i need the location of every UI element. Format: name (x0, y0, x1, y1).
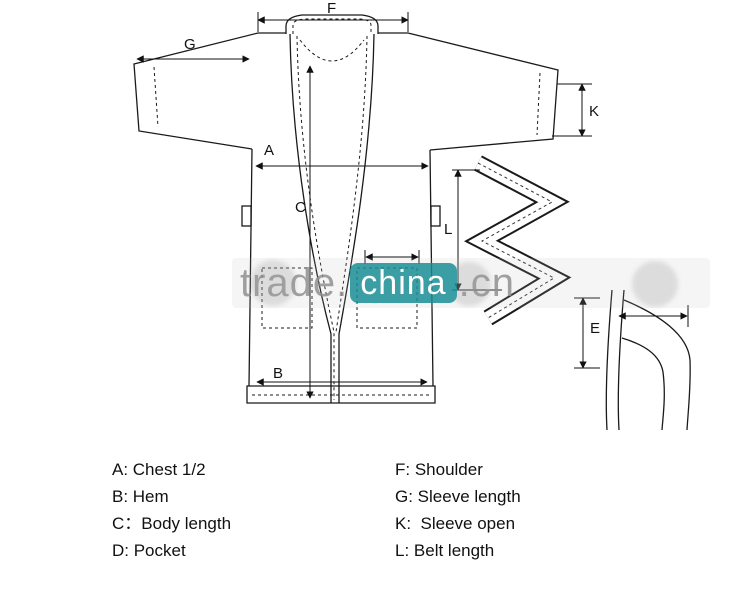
lapels (289, 33, 375, 403)
watermark: trade. china .cn (232, 258, 710, 308)
measure-G: G (136, 36, 250, 63)
watermark-prefix: trade. (240, 261, 349, 305)
label-B: B (273, 365, 283, 382)
belt-loops (241, 205, 441, 227)
label-F: F (327, 0, 336, 17)
label-K: K (589, 103, 599, 120)
legend-item-d: D: Pocket (112, 541, 186, 560)
measure-A: A (255, 142, 429, 170)
measure-detail-width (618, 305, 689, 327)
watermark-blob (632, 261, 678, 307)
watermark-suffix: .cn (458, 261, 515, 305)
watermark-text: trade. china .cn (232, 263, 515, 303)
legend-item-f: F: Shoulder (395, 460, 483, 479)
robe-outline (133, 14, 559, 404)
hem-band (246, 385, 436, 404)
right-cuff-stitch (536, 72, 541, 136)
belt-stitch (477, 162, 556, 319)
left-cuff-stitch (153, 66, 159, 128)
left-sleeve (133, 32, 259, 150)
legend: A: Chest 1/2 B: Hem C：Body length D: Poc… (112, 456, 750, 564)
collar-detail (605, 289, 691, 431)
measure-K: K (552, 83, 599, 137)
measure-D-pocket (364, 250, 420, 264)
legend-right-column: F: Shoulder G: Sleeve length K: Sleeve o… (395, 456, 610, 564)
collar-stitch (292, 18, 372, 34)
legend-left-column: A: Chest 1/2 B: Hem C：Body length D: Poc… (112, 456, 327, 564)
back-neckline (299, 39, 365, 62)
robe-diagram: F G K A C (133, 0, 710, 431)
label-C: C (295, 199, 306, 216)
legend-item-l: L: Belt length (395, 541, 495, 560)
watermark-brand-badge: china (350, 263, 457, 303)
watermark-blob (250, 260, 296, 306)
legend-item-b: B: Hem (112, 487, 169, 506)
label-E: E (590, 320, 600, 337)
label-L: L (444, 221, 452, 238)
label-G: G (184, 36, 196, 53)
right-sleeve (407, 32, 559, 151)
collar (285, 14, 379, 34)
diagram-svg: F G K A C (133, 0, 691, 431)
legend-item-g: G: Sleeve length (395, 487, 521, 506)
measure-B: B (256, 365, 428, 386)
label-A: A (264, 142, 274, 159)
legend-item-a: A: Chest 1/2 (112, 460, 206, 479)
legend-item-k: K: Sleeve open (395, 514, 516, 533)
measure-L: L (444, 169, 502, 291)
legend-item-c: C：Body length (112, 514, 232, 533)
measure-C: C (295, 65, 314, 399)
measure-E: E (574, 297, 600, 369)
belt (463, 155, 572, 326)
measure-F: F (257, 0, 409, 32)
